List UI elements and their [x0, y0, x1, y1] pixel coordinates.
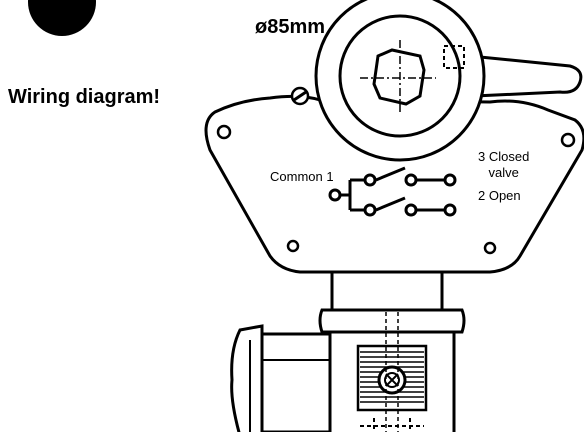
wiring-diagram-title: Wiring diagram!: [8, 86, 161, 108]
square-drive: [372, 48, 426, 106]
actuator-neck: [330, 270, 444, 312]
actuator-collar: [318, 308, 466, 334]
plate-hole-bottom-right: [483, 241, 497, 255]
plate-hole-top-right: [560, 132, 576, 148]
closed-valve-label-line2: valve: [488, 165, 519, 180]
connector-screw: [377, 365, 407, 395]
screw-left: [290, 86, 310, 106]
dial-diameter-label: ø85mm: [255, 16, 326, 38]
dial-detail-box: [443, 45, 465, 69]
cable-gland: [230, 324, 332, 432]
closed-valve-label-line1: 3 Closed: [478, 149, 530, 164]
closed-valve-label: 3 Closed valve: [478, 149, 529, 181]
plate-hole-top-left: [216, 124, 232, 140]
step-number-badge: [28, 0, 96, 36]
plate-hole-bottom-left: [286, 239, 300, 253]
wiring-terminals: [328, 173, 457, 217]
bottom-dashed-detail: [360, 418, 424, 432]
common-terminal-label: Common 1: [270, 169, 334, 184]
wiring-schematic: [340, 166, 445, 212]
shaft-centerline: [385, 312, 399, 432]
open-terminal-label: 2 Open: [478, 188, 521, 203]
mounting-plate: [204, 94, 584, 274]
